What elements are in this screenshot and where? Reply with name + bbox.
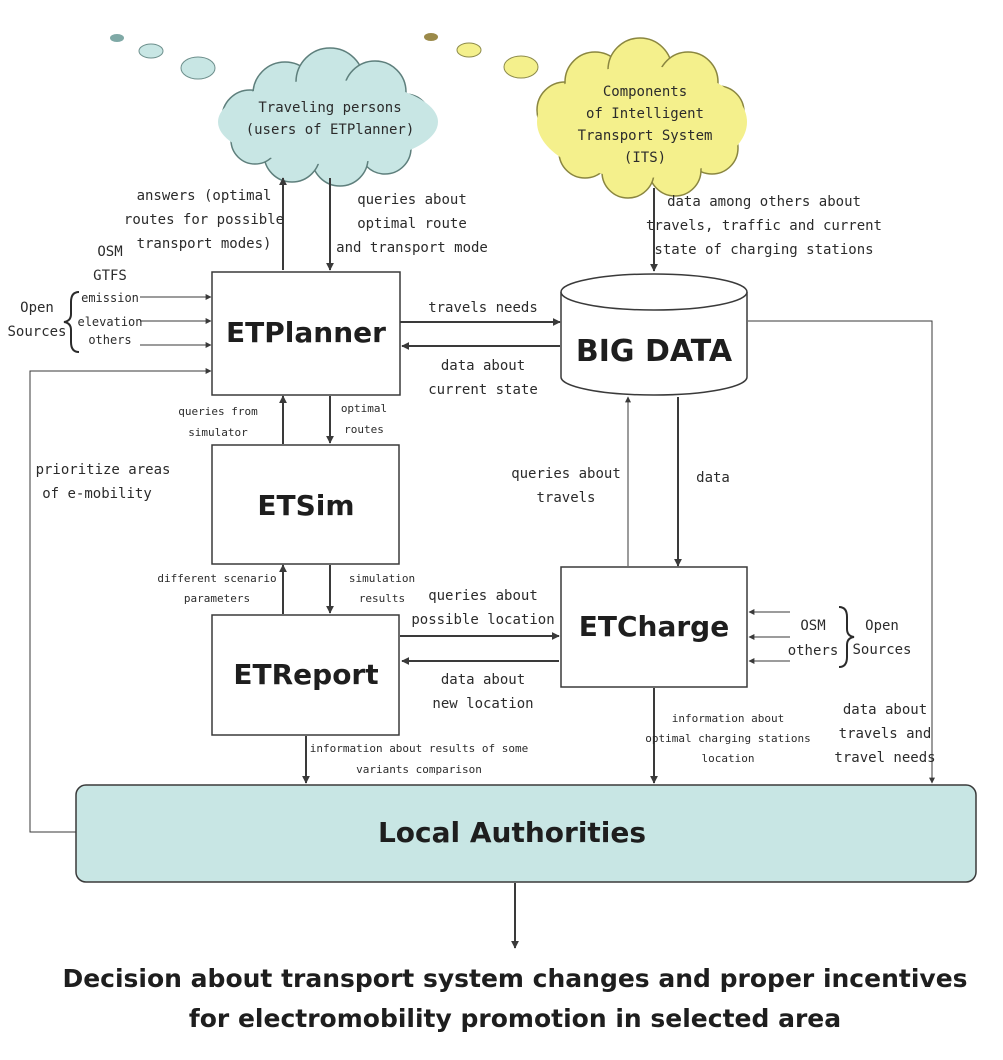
etplanner-label: ETPlanner bbox=[226, 316, 386, 349]
label-prioritize-2: of e-mobility bbox=[42, 486, 152, 502]
label-info-charging-2: optimal charging stations bbox=[645, 732, 811, 745]
label-data-new-location-1: data about bbox=[441, 672, 525, 688]
arrow-prioritize bbox=[29, 368, 212, 833]
bubble-dot bbox=[456, 42, 482, 58]
label-scenario-2: parameters bbox=[184, 592, 250, 605]
label-sim-results-2: results bbox=[359, 592, 405, 605]
label-travels-needs: travels needs bbox=[428, 300, 538, 316]
label-open-sources-left-2: Sources bbox=[7, 324, 66, 340]
label-elevation: elevation bbox=[77, 315, 142, 329]
label-queries-travels-1: queries about bbox=[511, 466, 621, 482]
right-brace bbox=[838, 606, 855, 668]
connectors bbox=[279, 177, 682, 949]
label-info-charging-3: location bbox=[702, 752, 755, 765]
label-open-sources-right-1: Open bbox=[865, 618, 899, 634]
label-queries-route-1: queries about bbox=[357, 192, 467, 208]
label-answers-2: routes for possible bbox=[124, 212, 284, 228]
label-data-new-location-2: new location bbox=[432, 696, 533, 712]
label-data-travels-needs-3: travel needs bbox=[834, 750, 935, 766]
decision-line1: Decision about transport system changes … bbox=[62, 964, 967, 993]
label-emission: emission bbox=[81, 291, 139, 305]
label-prioritize-1: prioritize areas bbox=[36, 462, 171, 478]
its-cloud: Components of Intelligent Transport Syst… bbox=[536, 37, 747, 199]
label-info-charging-1: information about bbox=[672, 712, 785, 725]
its-cloud-line3: Transport System bbox=[578, 128, 713, 144]
label-optimal-routes-1: optimal bbox=[341, 402, 387, 415]
etreport-label: ETReport bbox=[233, 658, 378, 691]
etsim-label: ETSim bbox=[257, 489, 354, 522]
bubble-dot bbox=[503, 55, 539, 79]
bubble-dot bbox=[138, 43, 164, 59]
local-authorities-label: Local Authorities bbox=[378, 816, 646, 849]
label-queries-simulator-2: simulator bbox=[188, 426, 248, 439]
arrow-data-travels-needs bbox=[748, 320, 935, 784]
label-info-results-2: variants comparison bbox=[356, 763, 482, 776]
label-osm-left: OSM bbox=[97, 244, 122, 260]
bigdata-label: BIG DATA bbox=[576, 334, 733, 369]
label-data-travels-needs-2: travels and bbox=[839, 726, 932, 742]
label-data: data bbox=[696, 470, 730, 486]
its-cloud-line2: of Intelligent bbox=[586, 106, 704, 122]
label-queries-simulator-1: queries from bbox=[178, 405, 258, 418]
label-scenario-1: different scenario bbox=[157, 572, 276, 585]
decision-line2: for electromobility promotion in selecte… bbox=[189, 1004, 841, 1033]
label-its-data-2: travels, traffic and current bbox=[646, 218, 882, 234]
label-queries-travels-2: travels bbox=[536, 490, 595, 506]
label-queries-route-2: optimal route bbox=[357, 216, 467, 232]
travelers-cloud: Traveling persons (users of ETPlanner) bbox=[218, 47, 438, 187]
its-cloud-line4: (ITS) bbox=[624, 150, 666, 166]
label-others-right: others bbox=[788, 643, 839, 659]
label-others-left: others bbox=[88, 333, 131, 347]
label-sim-results-1: simulation bbox=[349, 572, 415, 585]
label-info-results-1: information about results of some bbox=[310, 742, 529, 755]
bubble-dot bbox=[110, 34, 124, 42]
label-osm-right: OSM bbox=[800, 618, 825, 634]
etreport-box: ETReport bbox=[211, 614, 400, 736]
bubble-dot bbox=[180, 56, 216, 80]
thin-connectors bbox=[29, 294, 935, 833]
label-queries-location-1: queries about bbox=[428, 588, 538, 604]
travelers-cloud-line1: Traveling persons bbox=[258, 100, 401, 116]
label-answers-1: answers (optimal bbox=[137, 188, 272, 204]
etsim-box: ETSim bbox=[211, 444, 400, 565]
diagram-labels: answers (optimal routes for possible tra… bbox=[7, 188, 935, 776]
label-its-data-3: state of charging stations bbox=[654, 242, 873, 258]
bubble-dot bbox=[424, 33, 438, 41]
label-data-current-2: current state bbox=[428, 382, 538, 398]
local-authorities-box: Local Authorities bbox=[75, 784, 977, 883]
etcharge-box: ETCharge bbox=[560, 566, 748, 688]
etplanner-box: ETPlanner bbox=[211, 271, 401, 396]
label-gtfs-left: GTFS bbox=[93, 268, 127, 284]
label-queries-route-3: and transport mode bbox=[336, 240, 488, 256]
left-brace bbox=[63, 291, 80, 353]
label-data-travels-needs-1: data about bbox=[843, 702, 927, 718]
label-answers-3: transport modes) bbox=[137, 236, 272, 252]
label-open-sources-left-1: Open bbox=[20, 300, 54, 316]
label-queries-location-2: possible location bbox=[411, 612, 554, 628]
label-its-data-1: data among others about bbox=[667, 194, 861, 210]
etcharge-label: ETCharge bbox=[579, 610, 729, 643]
travelers-cloud-line2: (users of ETPlanner) bbox=[246, 122, 415, 138]
its-cloud-line1: Components bbox=[603, 84, 687, 100]
label-data-current-1: data about bbox=[441, 358, 525, 374]
label-optimal-routes-2: routes bbox=[344, 423, 384, 436]
label-open-sources-right-2: Sources bbox=[852, 642, 911, 658]
bigdata-cylinder: BIG DATA bbox=[560, 273, 748, 396]
thought-bubbles bbox=[110, 33, 539, 80]
